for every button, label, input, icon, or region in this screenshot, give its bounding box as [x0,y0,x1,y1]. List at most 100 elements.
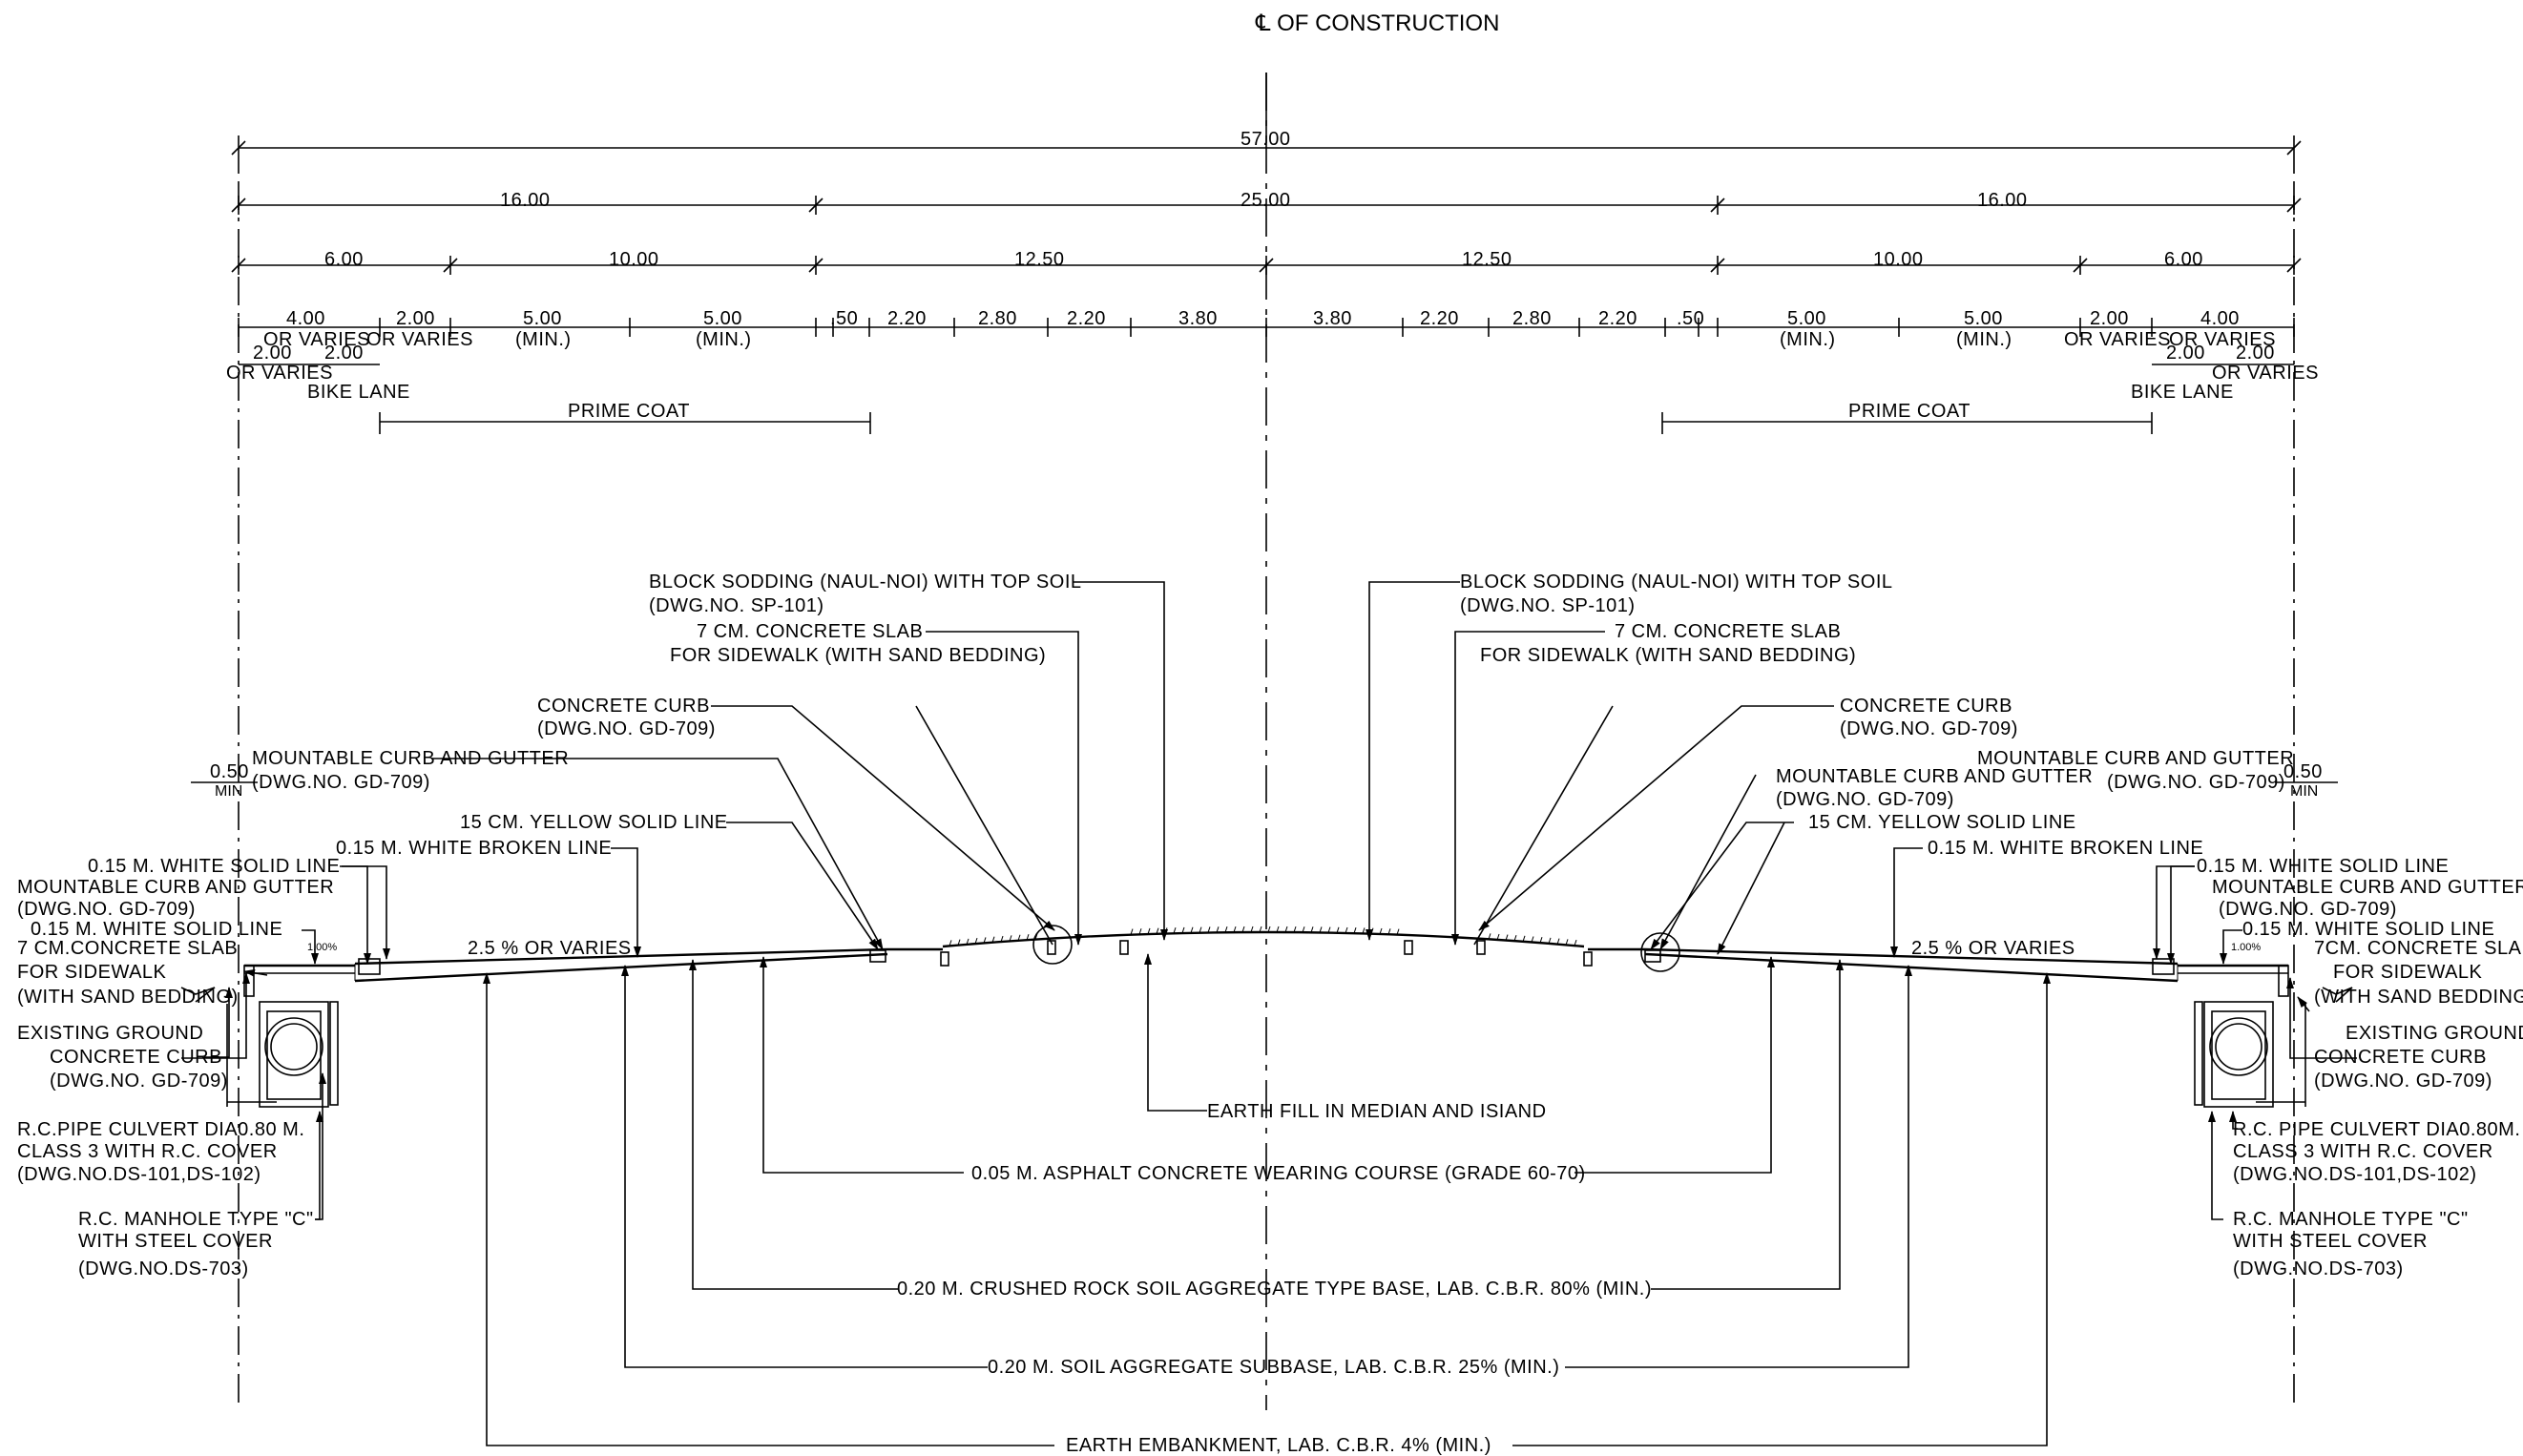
dim-r-200c: 2.00 [2236,343,2275,364]
sod-tick [1302,926,1305,933]
label-manhole-left-3: (DWG.NO.DS-703) [78,1258,249,1279]
label-curb-right: CONCRETE CURB [1840,696,2012,717]
sod-tick [1216,926,1220,933]
dim-l-200a: 2.00 [396,308,435,329]
label-slab7-left-2: FOR SIDEWALK (WITH SAND BEDDING) [670,645,1046,666]
sod-tick [1539,937,1543,944]
sod-tick [1496,933,1500,941]
sod-tick [1319,926,1323,933]
label-manhole-left-2: WITH STEEL COVER [78,1231,273,1252]
sod-tick [1138,928,1142,935]
prime-coat-right: PRIME COAT [1848,401,1970,422]
label-curb-side-left: CONCRETE CURB [50,1047,222,1068]
dim-l-or-varies1: OR VARIES [263,329,370,350]
sod-tick [1199,926,1202,933]
label-block-sodding-right: BLOCK SODDING (NAUL-NOI) WITH TOP SOIL [1460,572,1893,593]
label-pipe-right-3: (DWG.NO.DS-101,DS-102) [2233,1164,2477,1185]
label-white-solid-right: 0.15 M. WHITE SOLID LINE [2197,856,2449,877]
dim-r-or-varies3: OR VARIES [2212,363,2319,384]
dim-r-6: 6.00 [2164,249,2203,270]
dim-r-1250: 12.50 [1462,249,1512,270]
block-sodding-marks [949,926,1577,946]
dim-l-220b: 2.20 [1067,308,1106,329]
label-white-solid-left: 0.15 M. WHITE SOLID LINE [88,856,340,877]
sod-tick [1156,927,1159,934]
dim-l-or-varies3: OR VARIES [226,363,333,384]
prime-coat-left: PRIME COAT [568,401,690,422]
bike-lane-right: BIKE LANE [2131,382,2234,403]
sod-tick [957,939,961,946]
dim-r-220b: 2.20 [1598,308,1637,329]
label-slab7-side-left-2: FOR SIDEWALK [17,962,167,983]
sod-tick [991,936,995,943]
sod-tick [1396,928,1400,935]
min050-left: 0.50 [210,761,249,782]
label-slab7-right: 7 CM. CONCRETE SLAB [1615,621,1841,642]
label-slab7-side-left: 7 CM.CONCRETE SLAB [17,938,238,959]
label-mountable-right-2: (DWG.NO. GD-709) [1776,789,1954,810]
dim-l-50: .50 [830,308,858,329]
sod-tick [1353,927,1357,934]
label-mountable-side-left: MOUNTABLE CURB AND GUTTER [17,877,334,898]
dim-r-or-varies1: OR VARIES [2064,329,2171,350]
sod-tick [1130,928,1134,935]
label-pipe-left-2: CLASS 3 WITH R.C. COVER [17,1141,278,1162]
label-mountable-side-left-2: (DWG.NO. GD-709) [17,899,196,920]
dim-l-10: 10.00 [609,249,659,270]
label-mountable-side-right: MOUNTABLE CURB AND GUTTER [2212,877,2523,898]
leaders-right [1366,581,2357,1220]
detail-circle-right [1640,932,1680,972]
sod-tick [983,937,987,944]
label-curb-side-right-2: (DWG.NO. GD-709) [2314,1071,2492,1092]
sod-tick [1327,926,1331,933]
label-mountable-right-far-2: (DWG.NO. GD-709) [2107,772,2285,793]
label-mountable-left: MOUNTABLE CURB AND GUTTER [252,748,569,769]
sod-tick [1241,926,1245,933]
label-mountable-right-far: MOUNTABLE CURB AND GUTTER [1977,748,2294,769]
label-pipe-left-3: (DWG.NO.DS-101,DS-102) [17,1164,261,1185]
label-yellow-right: 15 CM. YELLOW SOLID LINE [1808,812,2076,833]
dim-r-380: 3.80 [1313,308,1352,329]
label-block-sodding-left: BLOCK SODDING (NAUL-NOI) WITH TOP SOIL [649,572,1082,593]
label-earth-fill: EARTH FILL IN MEDIAN AND ISIAND [1207,1101,1547,1122]
dim-l-280: 2.80 [978,308,1017,329]
sod-tick [1336,926,1340,933]
label-slope-left: 2.5 % OR VARIES [468,938,632,959]
label-white-solid-left-2: 0.15 M. WHITE SOLID LINE [31,919,282,940]
label-block-sodding-right-2: (DWG.NO. SP-101) [1460,595,1636,616]
dimension-row-2 [231,196,2302,215]
label-slab7-side-left-3: (WITH SAND BEDDING) [17,987,239,1008]
min-right: MIN [2290,783,2318,800]
label-curb-side-left-2: (DWG.NO. GD-709) [50,1071,228,1092]
sod-tick [1488,933,1491,940]
left-sidewalk-drainage [180,964,355,1108]
dim-l-6: 6.00 [324,249,364,270]
min-left: MIN [215,783,242,800]
label-pct-right: 1.00% [2231,942,2261,953]
label-asphalt: 0.05 M. ASPHALT CONCRETE WEARING COURSE … [971,1163,1586,1184]
label-existing-left: EXISTING GROUND [17,1023,203,1044]
sod-tick [1017,934,1021,941]
label-mountable-side-right-2: (DWG.NO. GD-709) [2219,899,2397,920]
dim-r-200b: 2.00 [2166,343,2205,364]
label-slab7-side-right-2: FOR SIDEWALK [2333,962,2483,983]
label-curb-side-right: CONCRETE CURB [2314,1047,2487,1068]
dim-total: 57.00 [1241,129,1291,150]
dim-r-or-varies2: OR VARIES [2169,329,2276,350]
label-slab7-left: 7 CM. CONCRETE SLAB [697,621,923,642]
label-white-broken-left: 0.15 M. WHITE BROKEN LINE [336,838,612,859]
sod-tick [1000,935,1004,943]
sod-tick [1233,926,1237,933]
sod-tick [1190,926,1194,933]
sod-tick [1267,926,1271,933]
sod-tick [1574,939,1577,946]
sod-tick [1250,926,1254,933]
label-existing-right: EXISTING GROUND [2346,1023,2523,1044]
sod-tick [1505,934,1509,941]
sod-tick [1207,926,1211,933]
dim-l-500a: 5.00 [523,308,562,329]
sod-tick [1026,934,1030,941]
leaders-left [181,581,1168,1250]
sod-tick [1565,939,1569,946]
sod-tick [1276,926,1280,933]
